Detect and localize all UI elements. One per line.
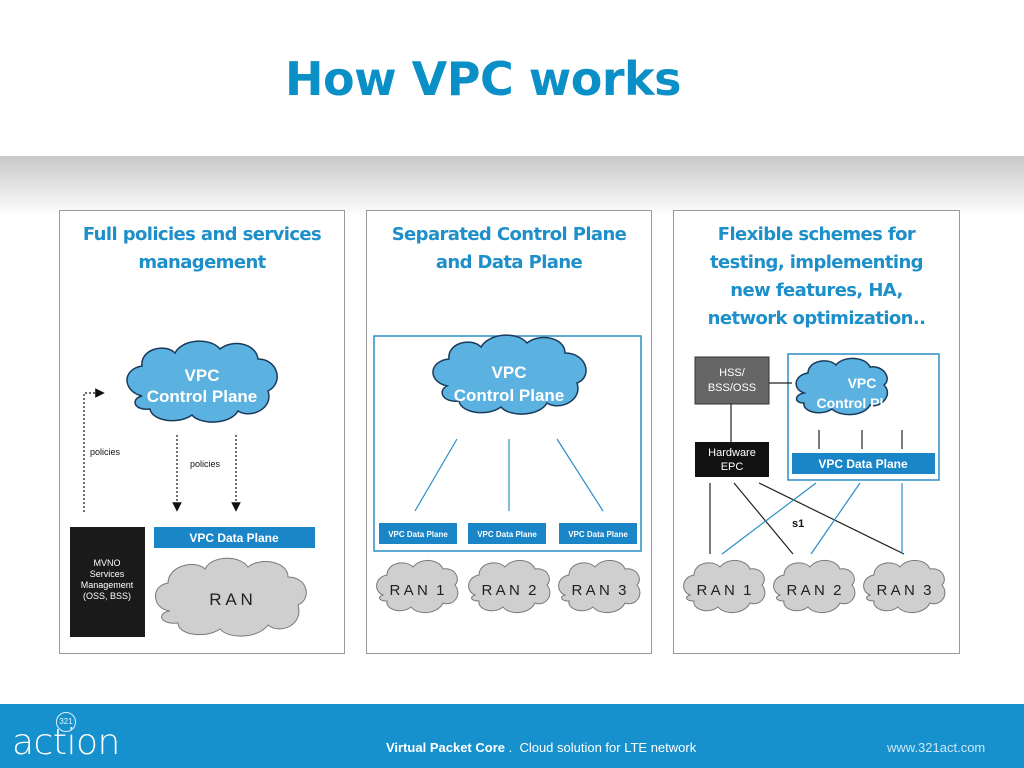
cloud-icon	[126, 340, 278, 423]
panel-title-line: Separated Control Plane	[391, 224, 627, 245]
panel-title-line: network optimization..	[707, 308, 926, 329]
data-plane-label: VPC Data Plane	[388, 530, 448, 539]
ran-label: R A N 1	[696, 582, 751, 599]
panel-title-line: Flexible schemes for	[717, 224, 916, 245]
control-plane-label: VPC	[492, 363, 527, 382]
control-plane-label: Control Plane	[454, 386, 565, 405]
mvno-box	[70, 527, 145, 637]
ran-label: R A N 2	[481, 582, 536, 599]
logo-wordmark: action	[12, 722, 120, 763]
panel-separated-planes: Separated Control Plane and Data Plane V…	[366, 210, 652, 654]
panel-title: Separated Control Plane and Data Plane	[367, 221, 651, 277]
mvno-label: (OSS, BSS)	[83, 591, 131, 601]
panel-title-line: management	[138, 252, 266, 273]
hss-label: BSS/OSS	[708, 382, 756, 394]
panel-title: Full policies and services management	[60, 221, 344, 277]
mvno-label: Services	[90, 569, 125, 579]
s1-link	[758, 482, 905, 555]
slide-title: How VPC works	[285, 52, 681, 106]
ran-cloud-icon	[683, 560, 946, 613]
ran-label: R A N 3	[571, 582, 626, 599]
control-plane-label: Control Plane	[816, 395, 907, 411]
ran-label: R A N	[209, 590, 252, 609]
vpc-link	[810, 482, 861, 555]
logo-badge: 321	[56, 712, 76, 732]
ran-label: R A N 1	[389, 582, 444, 599]
diagram-separated: VPC Control Plane VPC Data Plane VPC Dat…	[373, 334, 642, 613]
data-plane-label: VPC Data Plane	[477, 530, 537, 539]
panel-flexible-schemes: Flexible schemes for testing, implementi…	[673, 210, 960, 654]
footer-tagline: Virtual Packet Core . Cloud solution for…	[386, 740, 696, 755]
panel-title-line: new features, HA,	[730, 280, 903, 301]
footer-url[interactable]: www.321act.com	[887, 740, 986, 755]
data-plane-label: VPC Data Plane	[568, 530, 628, 539]
data-plane-bar	[379, 523, 457, 544]
vpc-link	[721, 482, 817, 555]
data-plane-bar	[792, 453, 935, 474]
ran-cloud-icon	[376, 560, 641, 613]
panel-title-line: Full policies and services	[82, 224, 322, 245]
control-plane-label: Control Plane	[147, 387, 258, 406]
tagline-product: Virtual Packet Core	[386, 740, 505, 755]
hss-box	[694, 356, 770, 405]
epc-label: Hardware	[708, 447, 756, 459]
ran-label: R A N 2	[786, 582, 841, 599]
tagline-separator: .	[504, 740, 520, 755]
diagram-policies: VPC Control Plane policies policies MVNO…	[70, 340, 315, 637]
ran-label: R A N 3	[876, 582, 931, 599]
cloud-icon	[432, 334, 587, 415]
mvno-label: MVNO	[94, 558, 121, 568]
data-plane-bar	[154, 527, 315, 548]
panel-title: Flexible schemes for testing, implementi…	[674, 221, 959, 333]
control-plane-label: VPC	[185, 366, 220, 385]
footer-bar	[0, 704, 1024, 768]
cloud-icon	[795, 357, 889, 416]
header-gradient-band	[0, 156, 1024, 216]
tagline-description: Cloud solution for LTE network	[519, 740, 697, 755]
data-plane-label: VPC Data Plane	[818, 457, 908, 471]
connector-line	[414, 438, 458, 512]
vpc-boundary	[787, 353, 940, 481]
policy-arrow	[83, 388, 105, 512]
data-plane-bar	[559, 523, 637, 544]
s1-label: s1	[792, 518, 804, 530]
policies-label: policies	[190, 459, 221, 469]
mvno-label: Management	[81, 580, 134, 590]
ran-cloud-icon	[155, 557, 307, 637]
data-plane-label: VPC Data Plane	[189, 531, 279, 545]
connector-line	[556, 438, 604, 512]
epc-box	[695, 442, 769, 477]
panel-policies-management: Full policies and services management VP…	[59, 210, 345, 654]
data-plane-bar	[468, 523, 546, 544]
hss-label: HSS/	[719, 367, 746, 379]
panel-title-line: testing, implementing	[710, 252, 924, 273]
panel-title-line: and Data Plane	[435, 252, 583, 273]
policies-label: policies	[90, 447, 121, 457]
epc-label: EPC	[721, 461, 744, 473]
control-plane-label: VPC	[848, 375, 877, 391]
s1-link	[733, 482, 794, 555]
diagram-flexible: HSS/ BSS/OSS Hardware EPC VPC Control Pl…	[683, 353, 946, 613]
